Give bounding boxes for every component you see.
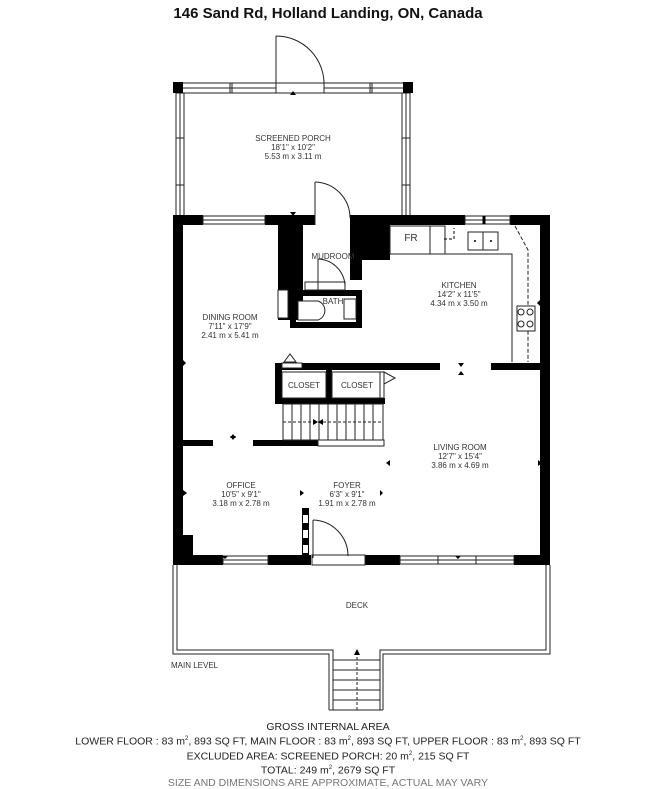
room-imperial: 14'2" x 11'5": [437, 290, 481, 299]
room-name: OFFICE: [226, 481, 256, 490]
room-metric: 3.86 m x 4.69 m: [431, 461, 489, 470]
room-name: DECK: [345, 601, 369, 610]
mudroom-door: [314, 181, 351, 225]
room-name: DINING ROOM: [202, 313, 258, 322]
excluded-area-line: EXCLUDED AREA: SCREENED PORCH: 20 m2, 21…: [186, 750, 470, 762]
deck-stairs: [333, 652, 380, 710]
interior-stairs: [282, 403, 385, 447]
room-imperial: 10'5" x 9'1": [221, 490, 261, 499]
room-imperial: 7'11" x 17'9": [208, 322, 252, 331]
kitchen-counters: [389, 225, 536, 362]
closet-2-label: CLOSET: [335, 381, 379, 390]
room-name: MUDROOM: [311, 252, 355, 261]
room-name: FR: [404, 233, 418, 244]
room-metric: 2.41 m x 5.41 m: [201, 331, 259, 340]
kitchen-label: KITCHEN 14'2" x 11'5" 4.34 m x 3.50 m: [419, 281, 499, 308]
foyer-label: FOYER 6'3" x 9'1" 1.91 m x 2.78 m: [307, 481, 387, 508]
total-area-line: TOTAL: 249 m2, 2679 SQ FT: [260, 764, 396, 777]
room-metric: 5.53 m x 3.11 m: [264, 152, 322, 161]
porch-door: [275, 35, 325, 94]
room-imperial: 6'3" x 9'1": [329, 490, 365, 499]
bath-label: BATH: [318, 297, 348, 306]
deck-label: DECK: [337, 601, 377, 610]
room-name: SCREENED PORCH: [255, 134, 331, 143]
gross-area-heading: GROSS INTERNAL AREA: [266, 721, 390, 733]
room-metric: 3.18 m x 2.78 m: [212, 499, 270, 508]
room-name: CLOSET: [287, 381, 320, 390]
screened-porch-label: SCREENED PORCH 18'1" x 10'2" 5.53 m x 3.…: [243, 134, 343, 161]
room-imperial: 18'1" x 10'2": [271, 143, 315, 152]
room-metric: 4.34 m x 3.50 m: [430, 299, 488, 308]
office-label: OFFICE 10'5" x 9'1" 3.18 m x 2.78 m: [201, 481, 281, 508]
room-imperial: 12'7" x 15'4": [438, 452, 482, 461]
room-name: KITCHEN: [441, 281, 477, 290]
foyer-entry: [302, 508, 366, 566]
room-name: LIVING ROOM: [433, 443, 487, 452]
bath-fixtures: [297, 281, 357, 321]
mudroom-label: MUDROOM: [308, 252, 358, 261]
area-summary: GROSS INTERNAL AREA LOWER FLOOR : 83 m2,…: [0, 721, 656, 789]
room-name: FOYER: [333, 481, 361, 490]
room-name: CLOSET: [340, 381, 373, 390]
main-level-label: MAIN LEVEL: [171, 661, 219, 670]
dining-room-label: DINING ROOM 7'11" x 17'9" 2.41 m x 5.41 …: [190, 313, 270, 340]
disclaimer: SIZE AND DIMENSIONS ARE APPROXIMATE, ACT…: [167, 776, 489, 789]
exterior-walls: [173, 215, 550, 565]
closet-1-label: CLOSET: [284, 381, 324, 390]
room-name: BATH: [322, 297, 344, 306]
floors-area-line: LOWER FLOOR : 83 m2, 893 SQ FT, MAIN FLO…: [75, 735, 581, 748]
fridge-label: FR: [396, 233, 426, 244]
deck-outline: [172, 565, 551, 711]
property-address-title: 146 Sand Rd, Holland Landing, ON, Canada: [173, 5, 483, 22]
room-metric: 1.91 m x 2.78 m: [318, 499, 376, 508]
living-room-label: LIVING ROOM 12'7" x 15'4" 3.86 m x 4.69 …: [420, 443, 500, 470]
